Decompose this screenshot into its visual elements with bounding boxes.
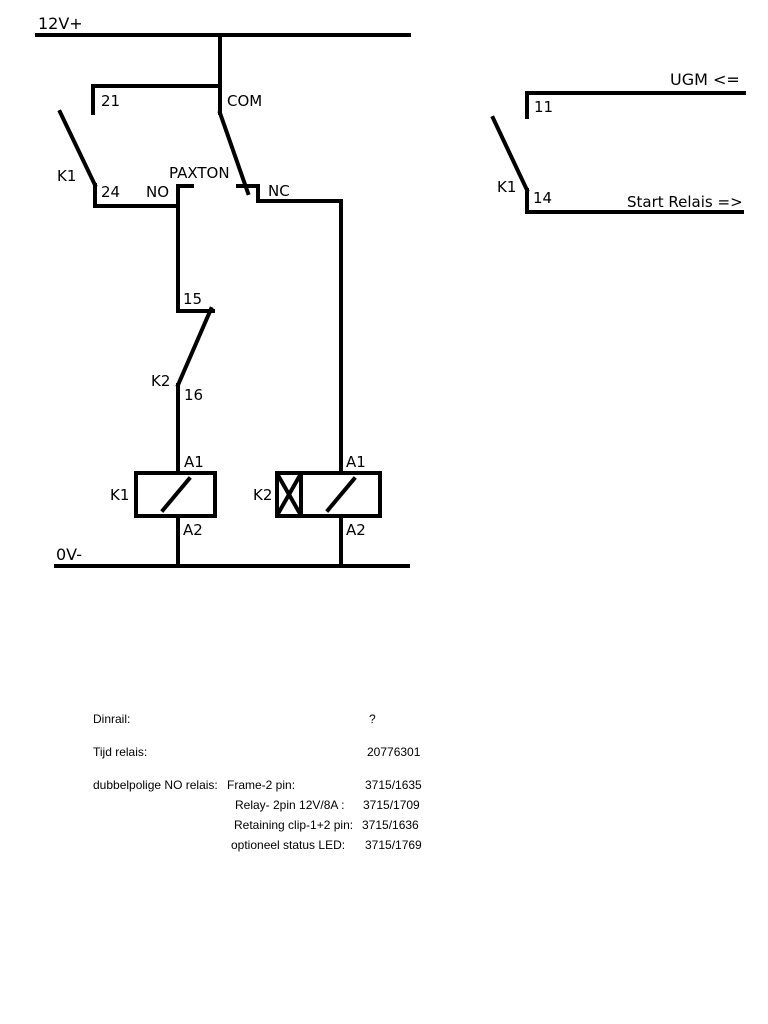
paxton-contact-blade (217, 110, 251, 196)
terminal-21-label: 21 (101, 92, 120, 110)
relais-label: dubbelpolige NO relais: (93, 778, 218, 792)
k2-coil-slash (325, 476, 357, 513)
paxton-label: PAXTON (169, 164, 230, 182)
start-relais-label: Start Relais => (627, 193, 743, 211)
terminal-15-label: 15 (183, 290, 202, 308)
com-label: COM (227, 92, 262, 110)
terminal-16-label: 16 (184, 386, 203, 404)
part-row-label: optioneel status LED: (231, 838, 346, 852)
ugm-label: UGM <= (670, 70, 740, 89)
k1-coil-a2-label: A2 (183, 521, 203, 539)
k2-coil-a1-label: A1 (346, 453, 366, 471)
k2-coil-cross-b (276, 474, 302, 515)
rail-0v-label: 0V- (56, 545, 82, 564)
k1-coil-label: K1 (110, 486, 129, 504)
dinrail-value: ? (369, 712, 376, 726)
part-row-value: 3715/1636 (362, 818, 419, 832)
tijd-relais-label: Tijd relais: (93, 745, 148, 759)
k1-right-contact-label: K1 (497, 178, 516, 196)
k2-contact-blade (175, 306, 214, 388)
part-row-value: 3715/1635 (365, 778, 422, 792)
k2-coil-label: K2 (253, 486, 272, 504)
k1-aux-label: K1 (57, 167, 76, 185)
nc-label: NC (268, 182, 290, 200)
part-row-value: 3715/1769 (365, 838, 422, 852)
rail-12v-label: 12V+ (38, 14, 83, 33)
part-row-label: Retaining clip-1+2 pin: (234, 818, 354, 832)
k1-right-contact-blade (490, 115, 530, 193)
part-row-label: Frame-2 pin: (227, 778, 296, 792)
k2-coil-a2-label: A2 (346, 521, 366, 539)
k1-aux-contact-blade (57, 109, 98, 188)
terminal-14-label: 14 (533, 189, 552, 207)
k1-coil (134, 471, 217, 518)
k1-coil-a1-label: A1 (184, 453, 204, 471)
k2-coil (275, 471, 382, 518)
k2-contact-label: K2 (151, 372, 170, 390)
terminal-24-label: 24 (101, 183, 120, 201)
terminal-11-label: 11 (534, 98, 553, 116)
dinrail-label: Dinrail: (93, 712, 131, 726)
tijd-relais-value: 20776301 (367, 745, 421, 759)
part-row-label: Relay- 2pin 12V/8A : (235, 798, 345, 812)
no-label: NO (146, 183, 169, 201)
part-row-value: 3715/1709 (363, 798, 420, 812)
k1-coil-slash (160, 476, 192, 513)
